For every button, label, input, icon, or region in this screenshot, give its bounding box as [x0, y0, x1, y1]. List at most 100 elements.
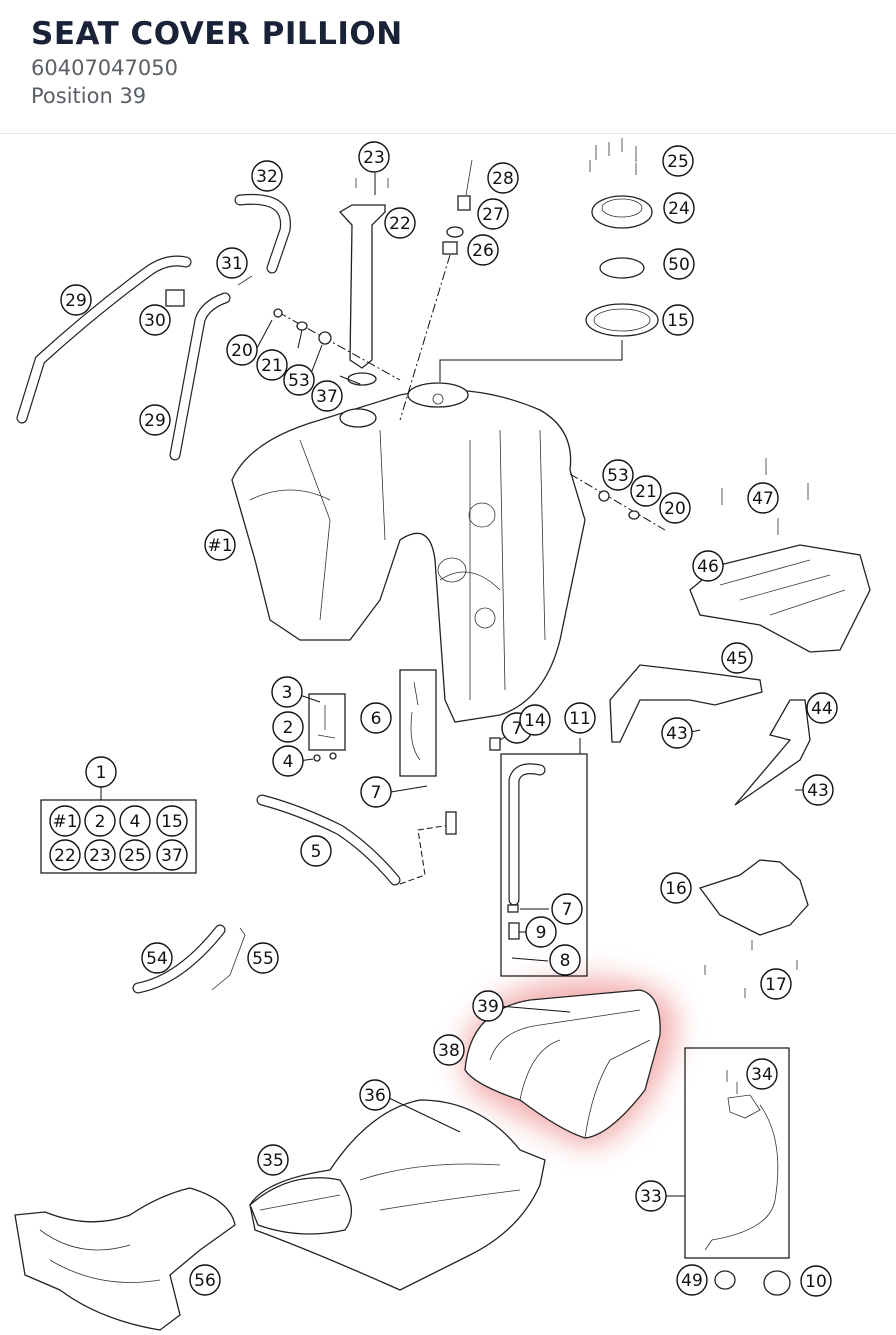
callout-circle [49, 805, 81, 837]
callout-29[interactable]: 29 [60, 284, 92, 316]
callout-33[interactable]: 33 [635, 1180, 667, 1212]
callout-20[interactable]: 20 [659, 492, 691, 524]
callout-label: 29 [144, 411, 166, 431]
callout-circle [660, 872, 692, 904]
callout-16[interactable]: 16 [660, 872, 692, 904]
callout-15[interactable]: 15 [156, 805, 188, 837]
callout-circle [119, 839, 151, 871]
callout-circle [49, 839, 81, 871]
callout-4[interactable]: 4 [119, 805, 151, 837]
callout-circle [226, 334, 258, 366]
callout-label: 55 [252, 949, 274, 969]
callout-21[interactable]: 21 [630, 475, 662, 507]
callout-54[interactable]: 54 [141, 942, 173, 974]
callout-32[interactable]: 32 [251, 160, 283, 192]
callout-circle [204, 529, 236, 561]
callout-circle [564, 702, 596, 734]
callout-7[interactable]: 7 [551, 893, 583, 925]
callout-24[interactable]: 24 [663, 192, 695, 224]
callout-circle [272, 711, 304, 743]
callout-37[interactable]: 37 [311, 380, 343, 412]
callout-2[interactable]: 2 [272, 711, 304, 743]
callout-label: 28 [492, 169, 514, 189]
callout-43[interactable]: 43 [661, 717, 693, 749]
callout-23[interactable]: 23 [84, 839, 116, 871]
callout-label: 22 [54, 846, 76, 866]
callout-circle [359, 1079, 391, 1111]
callout-5[interactable]: 5 [300, 835, 332, 867]
callout-label: 50 [668, 255, 690, 275]
callout-43[interactable]: 43 [802, 774, 834, 806]
callout-46[interactable]: 46 [692, 550, 724, 582]
callout-3[interactable]: 3 [271, 676, 303, 708]
callout-31[interactable]: 31 [216, 247, 248, 279]
callout-29[interactable]: 29 [139, 404, 171, 436]
callout-label: 15 [161, 812, 183, 832]
callout-21[interactable]: 21 [256, 349, 288, 381]
callout-10[interactable]: 10 [800, 1265, 832, 1297]
callout-23[interactable]: 23 [358, 141, 390, 173]
callout-6[interactable]: 6 [360, 702, 392, 734]
callout-circle [84, 805, 116, 837]
callout-label: 9 [536, 923, 547, 943]
part-title: SEAT COVER PILLION [31, 16, 403, 52]
callout-35[interactable]: 35 [257, 1144, 289, 1176]
callout-label: 10 [805, 1272, 827, 1292]
callout-44[interactable]: 44 [806, 692, 838, 724]
callout-circle [477, 198, 509, 230]
callout-17[interactable]: 17 [760, 968, 792, 1000]
callout-36[interactable]: 36 [359, 1079, 391, 1111]
callout-49[interactable]: 49 [676, 1264, 708, 1296]
callout-label: 14 [524, 711, 546, 731]
callout-30[interactable]: 30 [139, 304, 171, 336]
callout-37[interactable]: 37 [156, 839, 188, 871]
callout-22[interactable]: 22 [49, 839, 81, 871]
callout-25[interactable]: 25 [119, 839, 151, 871]
callout-circle [630, 475, 662, 507]
callout-1[interactable]: 1 [85, 756, 117, 788]
callout-hash1[interactable]: #1 [204, 529, 236, 561]
callout-11[interactable]: 11 [564, 702, 596, 734]
callout-34[interactable]: 34 [746, 1058, 778, 1090]
callout-circle [256, 349, 288, 381]
callout-circle [806, 692, 838, 724]
callout-7[interactable]: 7 [360, 776, 392, 808]
callout-20[interactable]: 20 [226, 334, 258, 366]
callout-14[interactable]: 14 [519, 704, 551, 736]
callout-label: 39 [477, 997, 499, 1017]
callout-28[interactable]: 28 [487, 162, 519, 194]
callout-circle [525, 916, 557, 948]
callout-56[interactable]: 56 [189, 1264, 221, 1296]
callout-25[interactable]: 25 [662, 145, 694, 177]
callout-label: 21 [261, 356, 283, 376]
part-position: Position 39 [31, 84, 147, 108]
callout-label: 34 [751, 1065, 773, 1085]
callout-15[interactable]: 15 [662, 304, 694, 336]
callout-label: 7 [562, 900, 573, 920]
callout-circle [156, 839, 188, 871]
callout-9[interactable]: 9 [525, 916, 557, 948]
callout-22[interactable]: 22 [384, 207, 416, 239]
callout-53[interactable]: 53 [283, 364, 315, 396]
callout-27[interactable]: 27 [477, 198, 509, 230]
callout-2[interactable]: 2 [84, 805, 116, 837]
callout-label: 53 [288, 371, 310, 391]
callout-47[interactable]: 47 [747, 482, 779, 514]
callout-39[interactable]: 39 [472, 990, 504, 1022]
callout-label: 20 [664, 499, 686, 519]
callout-8[interactable]: 8 [549, 944, 581, 976]
callout-50[interactable]: 50 [663, 248, 695, 280]
plate-holder-part [734, 699, 811, 806]
callout-circle [467, 234, 499, 266]
callout-circle [141, 942, 173, 974]
callout-38[interactable]: 38 [433, 1034, 465, 1066]
callout-label: 22 [389, 214, 411, 234]
callout-circle [802, 774, 834, 806]
callout-hash1[interactable]: #1 [49, 805, 81, 837]
callout-26[interactable]: 26 [467, 234, 499, 266]
callout-55[interactable]: 55 [247, 942, 279, 974]
callout-45[interactable]: 45 [721, 642, 753, 674]
callout-4[interactable]: 4 [272, 745, 304, 777]
callout-label: 44 [811, 699, 833, 719]
callout-53[interactable]: 53 [602, 459, 634, 491]
